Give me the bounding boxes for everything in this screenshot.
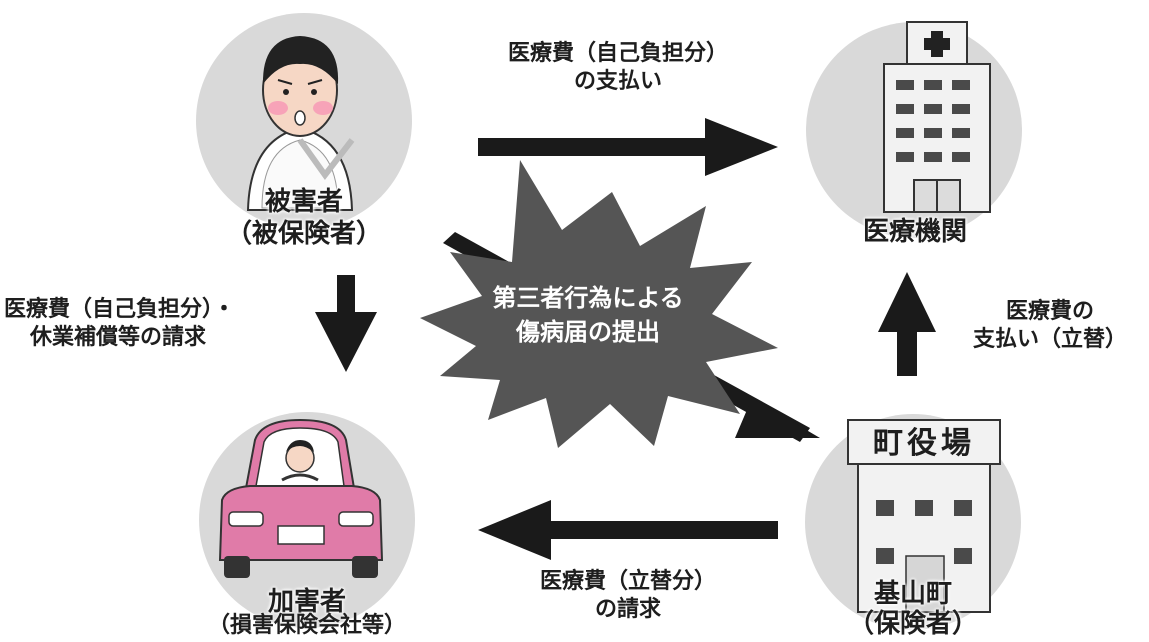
flow-line: 医療費（自己負担分）・	[4, 297, 236, 322]
flow-line: 医療費の	[1005, 299, 1094, 324]
arrow-town-to-hospital	[878, 272, 936, 376]
flow-line: の請求	[594, 596, 661, 622]
hospital-illustration	[883, 21, 991, 213]
flow-label-victim-to-perpetrator: 医療費（自己負担分）・ 休業補償等の請求	[4, 296, 304, 351]
center-line: 傷病届の提出	[516, 317, 660, 346]
car-illustration	[218, 418, 384, 578]
victim-illustration	[246, 36, 355, 211]
flow-line: 休業補償等の請求	[30, 324, 207, 350]
flow-line: 医療費（自己負担分）	[507, 41, 728, 66]
flow-line: の支払い	[573, 68, 662, 94]
center-line: 第三者行為による	[492, 284, 684, 312]
victim-label: 被害者	[264, 187, 343, 217]
flow-line: 支払い（立替）	[972, 326, 1127, 352]
hospital-label: 医療機関	[862, 217, 967, 247]
arrow-town-to-perpetrator	[478, 500, 778, 560]
perpetrator-sublabel: （損害保険会社等）	[207, 613, 406, 638]
town-hall-illustration	[847, 419, 1001, 613]
flow-label-victim-to-hospital: 医療費（自己負担分） の支払い	[468, 40, 768, 95]
flow-line: 医療費（立替分）	[539, 569, 716, 594]
flow-label-town-to-hospital: 医療費の 支払い（立替）	[960, 298, 1140, 353]
center-label: 第三者行為による 傷病届の提出	[458, 282, 718, 349]
burst-shape	[420, 160, 778, 448]
arrow-victim-to-hospital	[478, 118, 778, 176]
town-hall-sign: 町役場	[873, 426, 975, 461]
town-sublabel: （保険者）	[847, 609, 978, 639]
flow-label-town-to-perpetrator: 医療費（立替分） の請求	[478, 568, 778, 623]
town-label: 基山町	[873, 579, 952, 609]
arrow-victim-to-perpetrator	[315, 275, 377, 372]
perpetrator-label: 加害者	[267, 587, 346, 617]
victim-sublabel: （被保険者）	[225, 219, 382, 249]
